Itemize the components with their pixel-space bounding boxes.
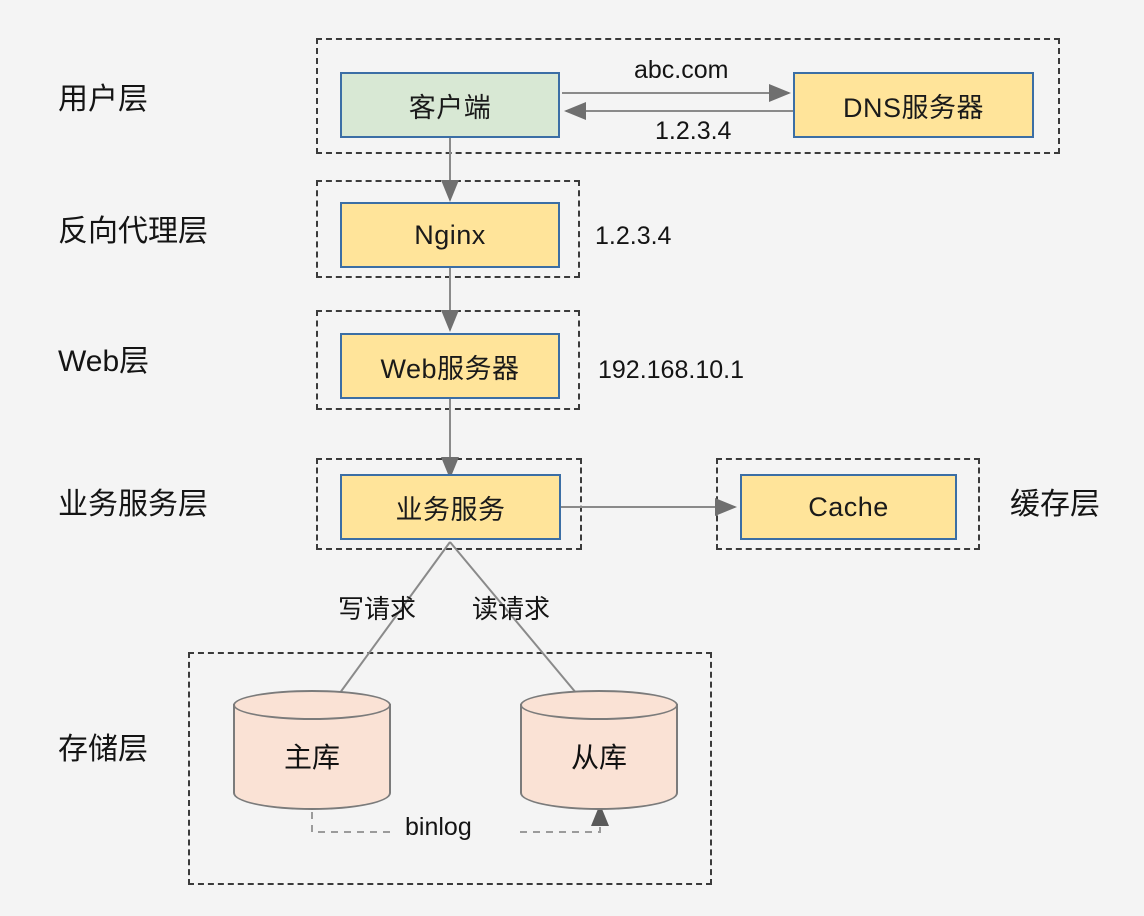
node-nginx[interactable]: Nginx [340,202,560,268]
node-dns-server[interactable]: DNS服务器 [793,72,1034,138]
node-client[interactable]: 客户端 [340,72,560,138]
node-web-server[interactable]: Web服务器 [340,333,560,399]
master-db-body [233,704,391,810]
zone-user-layer [316,38,1060,154]
layer-label-user: 用户层 [58,83,148,116]
slave-db-top-ellipse [520,690,678,720]
edge-label-read-request: 读请求 [472,594,551,624]
layer-label-reverse-proxy: 反向代理层 [58,215,208,248]
master-db-top-ellipse [233,690,391,720]
node-master-database[interactable]: 主库 [233,690,391,810]
edge-label-write-request: 写请求 [338,594,417,624]
slave-db-label: 从库 [570,742,627,773]
slave-db-body [520,704,678,810]
edge-label-abc-com: abc.com [634,56,729,84]
master-db-label: 主库 [283,742,340,773]
layer-label-service: 业务服务层 [58,488,208,521]
layer-label-storage: 存储层 [58,733,148,766]
edge-label-dns-answer-ip: 1.2.3.4 [655,117,732,145]
annotation-web-server-ip: 192.168.10.1 [598,356,744,384]
annotation-nginx-ip: 1.2.3.4 [595,222,672,250]
node-cache[interactable]: Cache [740,474,957,540]
node-slave-database[interactable]: 从库 [520,690,678,810]
node-business-service[interactable]: 业务服务 [340,474,561,540]
layer-label-web: Web层 [58,345,150,378]
edge-label-binlog: binlog [405,813,472,841]
layer-label-cache: 缓存层 [1010,488,1100,521]
